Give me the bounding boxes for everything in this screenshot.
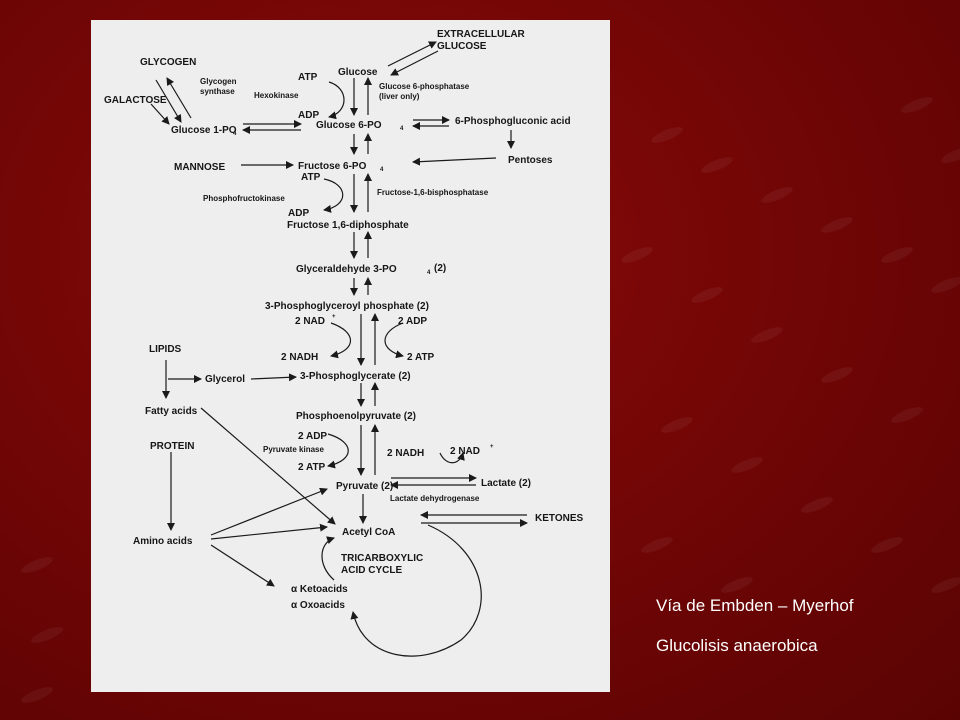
pathway-arrows [150,41,528,657]
background-streak [759,183,795,207]
label-atp-1: ATP [298,72,318,83]
label-phosphoenolpyruvate: Phosphoenolpyruvate (2) [296,411,416,422]
background-streak [929,573,960,597]
label-glucose-ext: GLUCOSE [437,41,487,52]
label-fructose-bisphosphatase: Fructose-1,6-bisphosphatase [377,188,489,197]
label-glucose-6-phosphatase-1: Glucose 6-phosphatase [379,82,470,91]
label-adp-2: ADP [288,208,309,219]
background-streak [749,323,785,347]
label-2-adp: 2 ADP [398,316,427,327]
label-oxoacids: α Oxoacids [291,600,345,611]
background-streak [649,123,685,147]
background-streak [699,153,735,177]
label-phosphoglycerate: 3-Phosphoglycerate (2) [300,371,411,382]
label-fructose-diphosphate: Fructose 1,6-diphosphate [287,220,409,231]
label-hexokinase: Hexokinase [254,91,299,100]
background-streak [659,413,695,437]
label-galactose: GALACTOSE [104,95,167,106]
background-streak [799,493,835,517]
label-phosphofructokinase: Phosphofructokinase [203,194,285,203]
label-glucose-1-po-sub: 4 [233,131,237,137]
caption-glucolisis: Glucolisis anaerobica [656,636,818,655]
label-ketoacids: α Ketoacids [291,584,348,595]
background-streak [639,533,675,557]
label-2-atp-b: 2 ATP [298,462,326,473]
label-lipids: LIPIDS [149,344,182,355]
label-ketones: KETONES [535,513,583,524]
label-2-adp-b: 2 ADP [298,431,327,442]
label-phosphogluconic-acid: 6-Phosphogluconic acid [455,116,571,127]
label-lactate: Lactate (2) [481,478,531,489]
background-streak [29,623,65,647]
background-streak [19,553,55,577]
label-glyceraldehyde: Glyceraldehyde 3-PO [296,264,397,275]
label-2-nad: 2 NAD [295,316,325,327]
label-pyruvate: Pyruvate (2) [336,481,393,492]
background-streak [729,453,765,477]
background-streak [939,143,960,167]
label-2-nadh-b: 2 NADH [387,448,424,459]
label-glycogen: GLYCOGEN [140,57,196,68]
background-streak [869,533,905,557]
background-streak [619,243,655,267]
label-adp-1: ADP [298,110,319,121]
pathway-diagram: EXTRACELLULAR GLUCOSE GLYCOGEN GALACTOSE… [104,29,583,657]
label-extracellular: EXTRACELLULAR [437,29,526,40]
background-streak [819,363,855,387]
label-2-nad-b-plus: + [490,444,494,450]
label-2-nad-b: 2 NAD [450,446,480,457]
label-2-nad-plus: + [332,314,336,320]
label-phosphoglyceroyl-phosphate: 3-Phosphoglyceroyl phosphate (2) [265,301,429,312]
label-atp-2: ATP [301,172,321,183]
label-amino-acids: Amino acids [133,536,193,547]
background-streak [889,403,925,427]
label-protein: PROTEIN [150,441,194,452]
background-streak [929,273,960,297]
label-mannose: MANNOSE [174,162,225,173]
label-tca-1: TRICARBOXYLIC [341,553,423,564]
label-glucose-6-po: Glucose 6-PO [316,120,382,131]
label-glucose-1-po: Glucose 1-PO [171,125,237,136]
label-tca-2: ACID CYCLE [341,565,402,576]
pathway-labels: EXTRACELLULAR GLUCOSE GLYCOGEN GALACTOSE… [104,29,583,611]
label-2-nadh: 2 NADH [281,352,318,363]
caption-embden-myerhof: Vía de Embden – Myerhof [656,596,854,615]
label-glycerol: Glycerol [205,374,245,385]
glycolysis-diagram-panel: EXTRACELLULAR GLUCOSE GLYCOGEN GALACTOSE… [91,20,610,692]
label-fatty-acids: Fatty acids [145,406,198,417]
background-streak [879,243,915,267]
label-lactate-dehydrogenase: Lactate dehydrogenase [390,494,480,503]
label-glucose-6-po-sub: 4 [400,126,404,132]
background-streak [689,283,725,307]
label-glyceraldehyde-sub: 4 [427,270,431,276]
label-pentoses: Pentoses [508,155,553,166]
label-glycogen-synthase-2: synthase [200,87,235,96]
label-pyruvate-kinase: Pyruvate kinase [263,445,324,454]
label-acetyl-coa: Acetyl CoA [342,527,395,538]
label-glyceraldehyde-count: (2) [434,263,446,274]
background-streak [19,683,55,707]
label-fructose-6-po-sub: 4 [380,167,384,173]
background-streak [819,213,855,237]
label-glucose: Glucose [338,67,378,78]
label-2-atp: 2 ATP [407,352,435,363]
background-streak [719,573,755,597]
background-streak [899,93,935,117]
label-glucose-6-phosphatase-2: (liver only) [379,92,420,101]
label-glycogen-synthase-1: Glycogen [200,77,237,86]
label-fructose-6-po: Fructose 6-PO [298,161,367,172]
